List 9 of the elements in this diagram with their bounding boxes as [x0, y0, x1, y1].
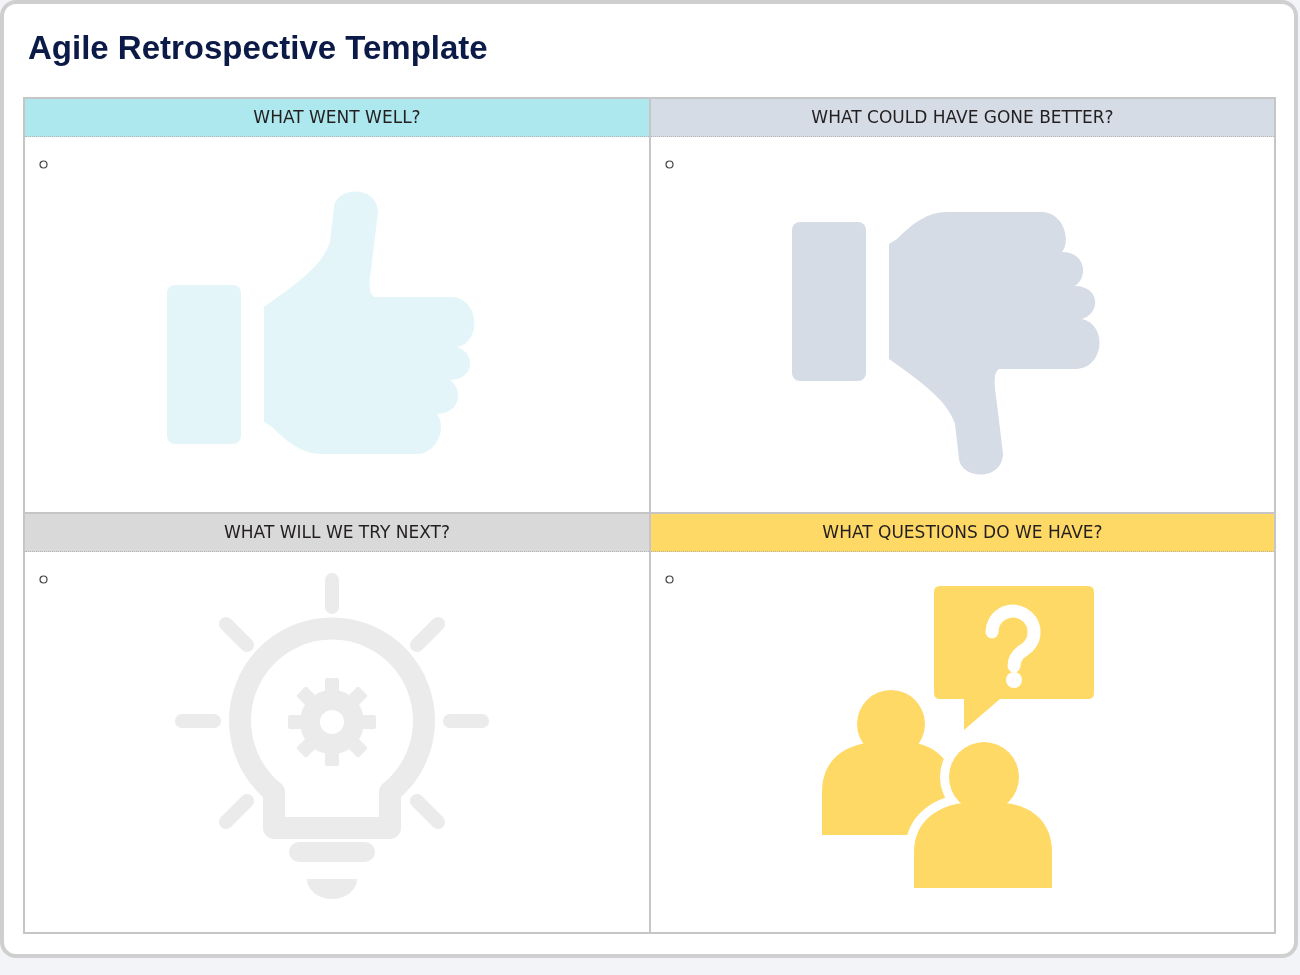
- quadrant-panel: [649, 97, 1276, 514]
- quadrant-panel: [23, 97, 651, 514]
- quadrant-panel: [649, 512, 1276, 934]
- section-header: WHAT WENT WELL?: [25, 99, 649, 137]
- quadrant-panel: [23, 512, 651, 934]
- section-header: WHAT COULD HAVE GONE BETTER?: [651, 99, 1274, 137]
- section-header: WHAT WILL WE TRY NEXT?: [25, 514, 649, 552]
- section-header: WHAT QUESTIONS DO WE HAVE?: [651, 514, 1274, 552]
- page-title: Agile Retrospective Template: [28, 28, 488, 68]
